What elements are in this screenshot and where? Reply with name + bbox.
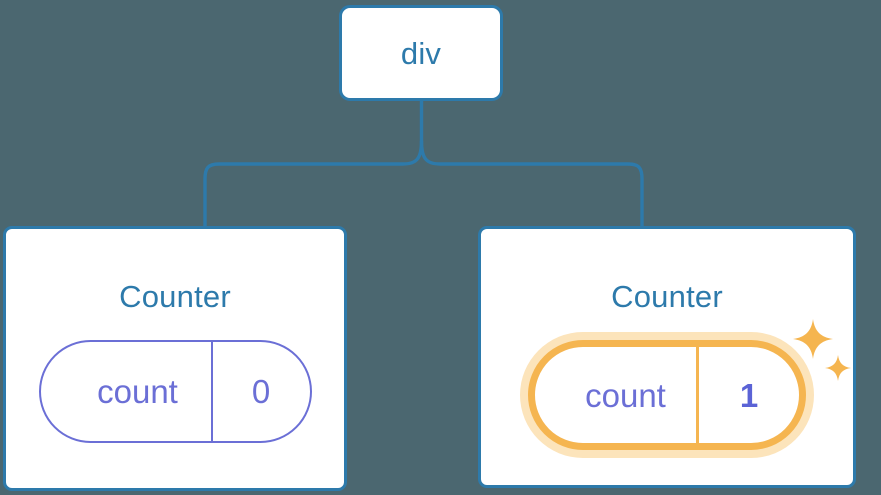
state-value-cell-left: 0 xyxy=(213,342,310,441)
state-pill-wrap-left: count 0 xyxy=(38,340,312,443)
connector-branch-right xyxy=(419,140,644,226)
sparkle-small-icon xyxy=(825,355,851,381)
state-pill-right[interactable]: count 1 xyxy=(528,319,851,450)
state-pill-wrap-right: count 1 xyxy=(528,319,851,450)
state-pill-left[interactable]: count 0 xyxy=(38,340,312,443)
state-key-label-left: count xyxy=(97,373,178,410)
node-label-counter-right: Counter xyxy=(611,279,723,314)
node-label-div: div xyxy=(400,35,442,71)
state-value-label-right: 1 xyxy=(739,376,759,414)
state-key-cell-left: count xyxy=(41,342,213,441)
tree-node-counter-right[interactable]: Counter count 1 xyxy=(478,226,856,488)
connector-branch-left xyxy=(203,140,424,226)
state-value-label-left: 0 xyxy=(251,373,271,410)
state-value-cell-right: 1 xyxy=(699,347,799,443)
tree-node-div[interactable]: div xyxy=(339,5,503,101)
tree-node-counter-left[interactable]: Counter count 0 xyxy=(3,226,347,491)
state-key-cell-right: count xyxy=(535,347,699,443)
sparkle-large-icon xyxy=(793,319,833,359)
node-label-counter-left: Counter xyxy=(119,279,231,314)
state-key-label-right: count xyxy=(585,376,666,414)
